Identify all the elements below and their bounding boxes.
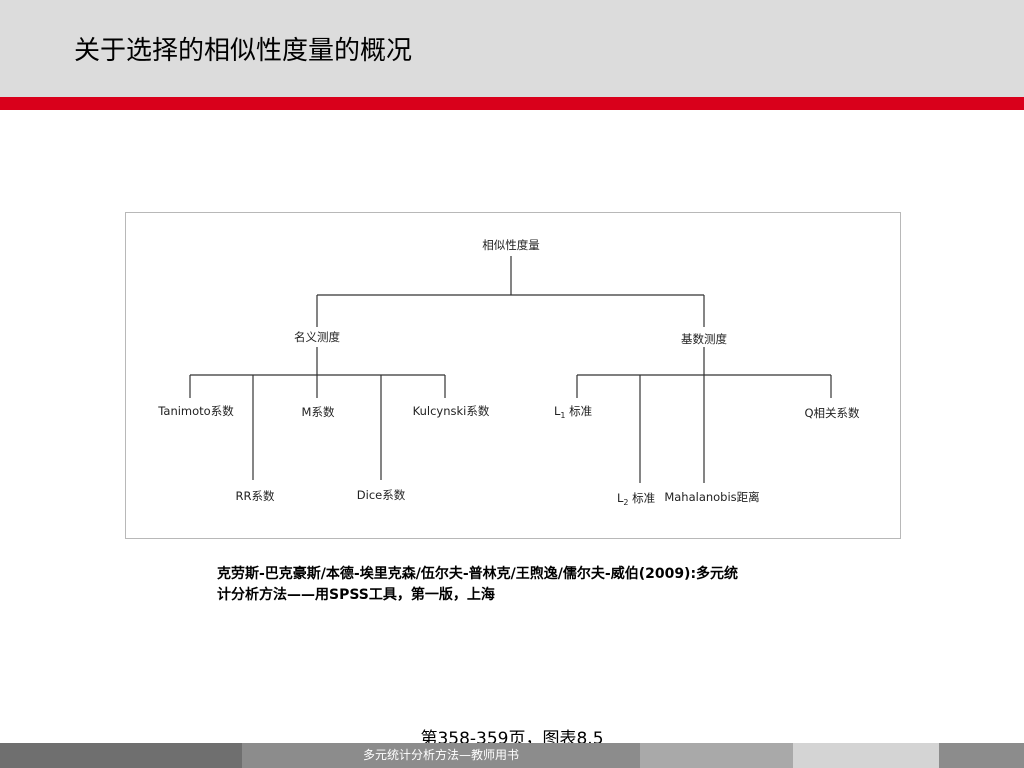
footer-segment-2 [242,743,640,768]
leaf-rr: RR系数 [236,489,275,503]
leaf-dice: Dice系数 [357,488,406,502]
footer-segment-4 [793,743,939,768]
figure-caption: 克劳斯-巴克豪斯/本德-埃里克森/伍尔夫-普林克/王煦逸/儒尔夫-威伯(2009… [217,564,827,606]
caption-line-1: 克劳斯-巴克豪斯/本德-埃里克森/伍尔夫-普林克/王煦逸/儒尔夫-威伯(2009… [217,566,739,582]
leaf-l2-subscript: 2 [623,498,628,507]
leaf-l2-letter: L [617,491,624,505]
branch-node-cardinal: 基数测度 [681,332,727,346]
leaf-l1-standard: L1 标准 [554,404,592,420]
leaf-q-correlation: Q相关系数 [804,406,860,420]
leaf-l1-suffix: 标准 [566,404,593,418]
leaf-l1-letter: L [554,404,561,418]
slide-title: 关于选择的相似性度量的概况 [74,36,413,66]
footer-text: 多元统计分析方法—教师用书 [362,748,519,762]
leaf-l2-standard: L2 标准 [617,491,655,507]
diagram-figure: 相似性度量 名义测度 基数测度 Tanimoto系数 RR系数 M系数 Dice… [125,212,901,539]
footer-segment-5 [939,743,1024,768]
header-accent-bar [0,97,1024,110]
caption-line-2: 计分析方法——用SPSS工具，第一版，上海 [217,587,495,603]
leaf-tanimoto: Tanimoto系数 [157,404,234,418]
leaf-m: M系数 [302,405,335,419]
leaf-kulcynski: Kulcynski系数 [413,404,490,418]
footer-segment-1 [0,743,242,768]
footer-bar: 多元统计分析方法—教师用书 [0,743,1024,768]
root-node: 相似性度量 [482,238,540,252]
tree-connectors [189,256,832,483]
branch-node-nominal: 名义测度 [294,330,340,344]
leaf-mahalanobis: Mahalanobis距离 [664,490,759,504]
leaf-l1-subscript: 1 [560,411,565,420]
slide-header: 关于选择的相似性度量的概况 [0,0,1024,97]
leaf-l2-suffix: 标准 [629,491,656,505]
footer-segment-3 [640,743,793,768]
similarity-measure-tree: 相似性度量 名义测度 基数测度 Tanimoto系数 RR系数 M系数 Dice… [157,238,860,507]
